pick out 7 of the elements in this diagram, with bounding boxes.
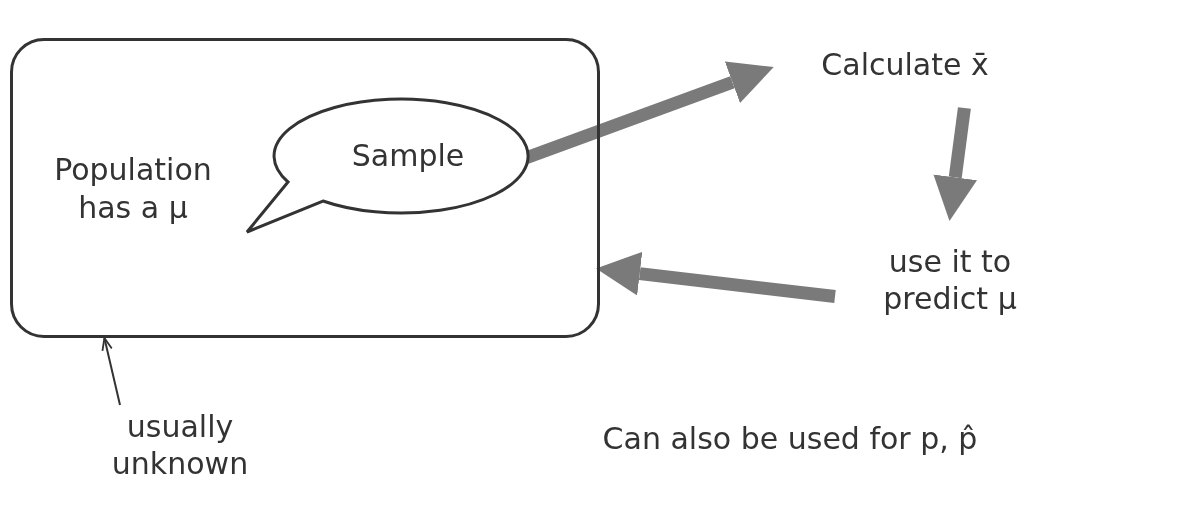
handwritten-note: use it to predict μ	[882, 242, 1018, 318]
handwritten-note: Population has a μ	[53, 151, 213, 226]
handwritten-note: Sample	[351, 137, 465, 175]
handwritten-note: Calculate x̄	[821, 46, 989, 84]
handwritten-note: usually unknown	[110, 407, 250, 483]
rounded-box	[10, 38, 600, 338]
handwritten-note: Can also be used for p, p̂	[601, 420, 979, 458]
